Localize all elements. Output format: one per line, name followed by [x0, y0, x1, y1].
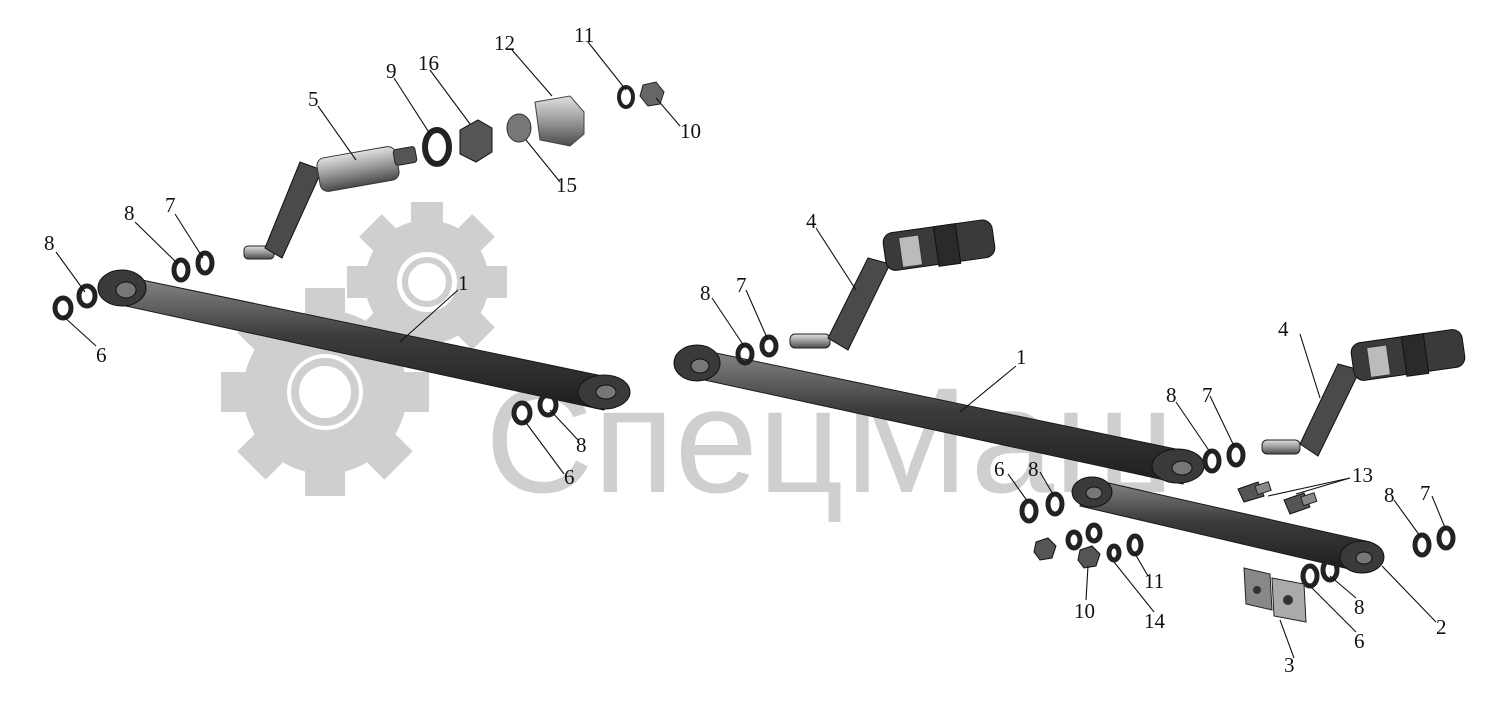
callout-8: 8	[576, 433, 587, 457]
top-hardware	[422, 81, 665, 167]
callout-7: 7	[736, 273, 747, 297]
callout-4: 4	[1278, 317, 1289, 341]
tie-rod-middle	[673, 344, 1205, 485]
callout-3: 3	[1284, 653, 1295, 677]
washer-11-top	[617, 85, 635, 109]
callout-8: 8	[1166, 383, 1177, 407]
tie-rod-left	[97, 269, 631, 411]
callout-6: 6	[994, 457, 1005, 481]
callout-1: 1	[458, 271, 469, 295]
tie-rod-short	[1071, 476, 1385, 574]
callout-1: 1	[1016, 345, 1027, 369]
callout-8: 8	[1354, 595, 1365, 619]
leader-lines	[55, 41, 1447, 659]
callout-7: 7	[1420, 481, 1431, 505]
callout-8: 8	[1384, 483, 1395, 507]
washer-9	[422, 127, 452, 167]
callout-8: 8	[700, 281, 711, 305]
cap-12	[534, 95, 585, 147]
callout-7: 7	[1202, 383, 1213, 407]
callout-5: 5	[308, 87, 319, 111]
callout-6: 6	[96, 343, 107, 367]
callout-15: 15	[556, 173, 577, 197]
callout-14: 14	[1144, 609, 1166, 633]
nut-16	[459, 119, 493, 163]
callout-8: 8	[124, 201, 135, 225]
plug-15	[506, 113, 532, 143]
nut-10b	[1077, 545, 1101, 569]
callout-11: 11	[1144, 569, 1164, 593]
callout-2: 2	[1436, 615, 1447, 639]
callout-10: 10	[1074, 599, 1095, 623]
callout-8: 8	[1028, 457, 1039, 481]
lower-hardware	[1033, 481, 1318, 623]
callout-9: 9	[386, 59, 397, 83]
lever-assembly-middle	[789, 219, 996, 351]
callout-13: 13	[1352, 463, 1373, 487]
callouts: 8 6 8 7 1 5 9 16 12 11 10 15 8 6 4 8 7 1…	[44, 23, 1447, 677]
callout-4: 4	[806, 209, 817, 233]
callout-6: 6	[564, 465, 575, 489]
callout-11: 11	[574, 23, 594, 47]
callout-12: 12	[494, 31, 515, 55]
callout-7: 7	[165, 193, 176, 217]
lever-assembly-top	[243, 146, 418, 260]
lever-assembly-right	[1261, 329, 1466, 457]
callout-6: 6	[1354, 629, 1365, 653]
callout-8: 8	[44, 231, 55, 255]
callout-10: 10	[680, 119, 701, 143]
nut-10a	[1033, 537, 1057, 561]
callout-16: 16	[418, 51, 439, 75]
